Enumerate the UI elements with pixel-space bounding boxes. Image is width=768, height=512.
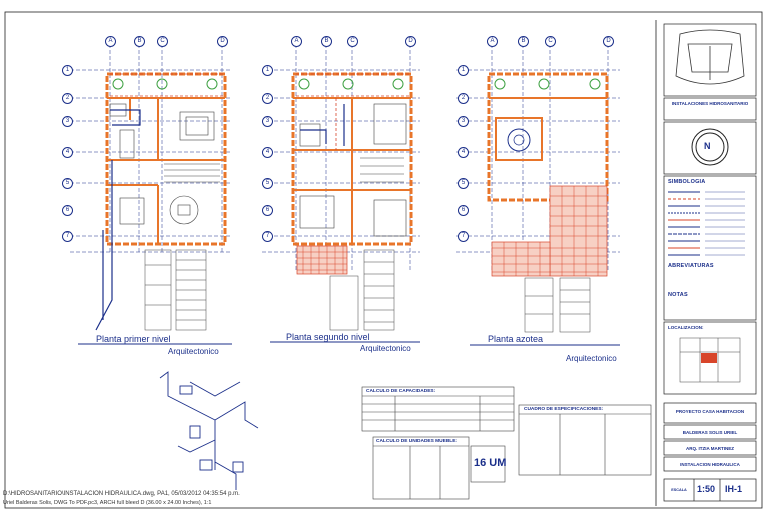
abbrev-heading: ABREVIATURAS <box>668 263 714 269</box>
north-arrow-icon <box>691 128 729 166</box>
grid-col-bubble: B <box>518 36 529 47</box>
grid-row-bubble: 1 <box>62 65 73 76</box>
grid-row-bubble: 5 <box>458 178 469 189</box>
footer-plot-info: Uriel Balderas Solis, DWG To PDF.pc3, AR… <box>3 500 212 506</box>
plan-second-title: Planta segundo nivel <box>286 332 370 342</box>
plan-roof-title: Planta azotea <box>488 334 544 344</box>
grid-row-bubble: 3 <box>62 116 73 127</box>
plan-roof-subtitle: Arquitectonico <box>566 354 617 363</box>
units-result: 16 UM <box>474 457 507 469</box>
table-capacities <box>361 386 515 432</box>
grid-row-bubble: 3 <box>262 116 273 127</box>
grid-col-bubble: B <box>134 36 145 47</box>
grid-row-bubble: 6 <box>62 205 73 216</box>
symbols-legend-lines <box>668 191 745 256</box>
grid-row-bubble: 1 <box>458 65 469 76</box>
grid-row-bubble: 5 <box>262 178 273 189</box>
plan-second-floor <box>262 44 420 343</box>
grid-row-bubble: 2 <box>458 93 469 104</box>
table-units <box>372 436 506 500</box>
university-seal-logo <box>675 29 745 85</box>
specs-title: CUADRO DE ESPECIFICACIONES: <box>524 407 604 412</box>
location-map <box>679 337 741 383</box>
grid-col-bubble: C <box>347 36 358 47</box>
plan-first-subtitle: Arquitectonico <box>168 347 219 356</box>
grid-row-bubble: 3 <box>458 116 469 127</box>
location-label: LOCALIZACION: <box>668 325 704 330</box>
plan-first-title: Planta primer nivel <box>96 334 171 344</box>
grid-col-bubble: B <box>321 36 332 47</box>
project-name: PROYECTO CASA HABITACION <box>675 409 745 414</box>
grid-row-bubble: 7 <box>458 231 469 242</box>
grid-row-bubble: 4 <box>458 147 469 158</box>
grid-col-bubble: D <box>405 36 416 47</box>
grid-row-bubble: 7 <box>262 231 273 242</box>
grid-col-bubble: C <box>545 36 556 47</box>
grid-row-bubble: 2 <box>262 93 273 104</box>
grid-row-bubble: 6 <box>458 205 469 216</box>
grid-row-bubble: 5 <box>62 178 73 189</box>
scale-value: 1:50 <box>697 484 716 494</box>
plan-roof <box>456 44 620 346</box>
grid-row-bubble: 7 <box>62 231 73 242</box>
grid-row-bubble: 6 <box>262 205 273 216</box>
grid-col-bubble: A <box>105 36 116 47</box>
isometric-pipe-diagram <box>159 371 259 490</box>
grid-row-bubble: 1 <box>262 65 273 76</box>
plan-first-floor <box>70 44 232 345</box>
grid-col-bubble: D <box>217 36 228 47</box>
plan-second-balcony-hatch <box>296 245 348 275</box>
sheet-code: IH-1 <box>725 484 743 494</box>
architect-name: ARQ. ITZIA MARTINEZ <box>685 446 735 451</box>
grid-row-bubble: 4 <box>62 147 73 158</box>
footer-file-path: D:\HIDROSANITARIO\INSTALACION HIDRAULICA… <box>3 491 240 497</box>
grid-row-bubble: 2 <box>62 93 73 104</box>
sheet-name: INSTALACION HIDRAULICA <box>680 462 740 467</box>
table-specs <box>518 404 652 476</box>
plan-second-subtitle: Arquitectonico <box>360 344 411 353</box>
plan-roof-hatch <box>491 185 608 277</box>
title-block <box>663 23 757 502</box>
grid-row-bubble: 4 <box>262 147 273 158</box>
north-label: N <box>704 141 711 151</box>
units-title: CALCULO DE UNIDADES MUEBLE: <box>376 439 458 444</box>
sheet-theme: INSTALACIONES HIDROSANITARIO <box>671 101 749 106</box>
symbols-heading: SIMBOLOGIA <box>668 179 706 185</box>
owner-name: BALDERAS SOLIS URIEL <box>682 430 738 435</box>
grid-col-bubble: D <box>603 36 614 47</box>
notes-heading: NOTAS <box>668 292 688 298</box>
grid-col-bubble: C <box>157 36 168 47</box>
capacities-title: CALCULO DE CAPACIDADES: <box>366 389 436 394</box>
grid-col-bubble: A <box>487 36 498 47</box>
scale-label: ESCALA <box>671 488 687 492</box>
grid-col-bubble: A <box>291 36 302 47</box>
